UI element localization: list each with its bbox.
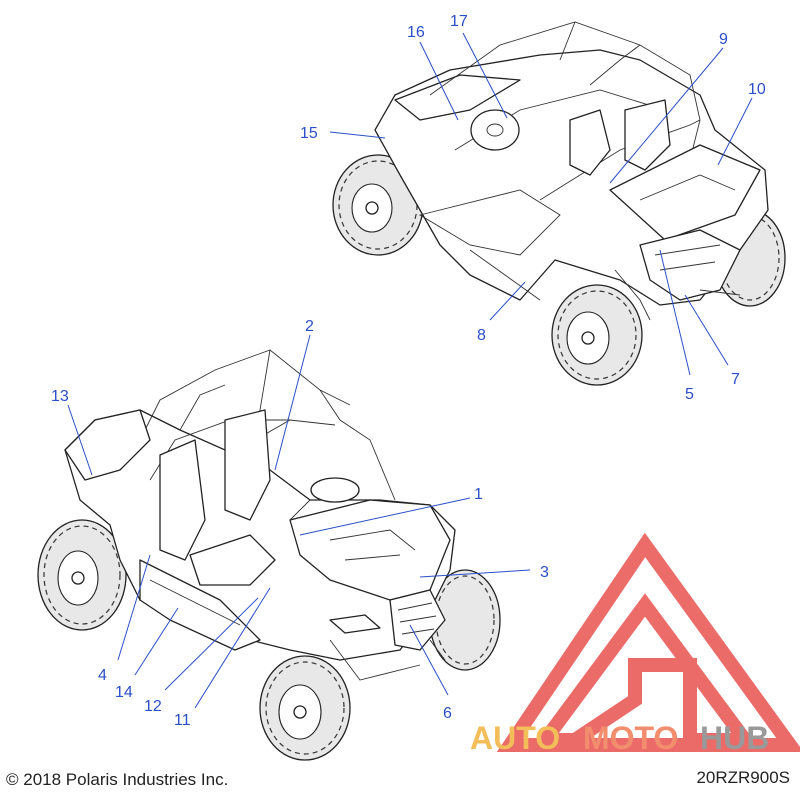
callout-9: 9 <box>719 31 728 48</box>
callout-17: 17 <box>450 13 468 30</box>
wheel-rear-left-top <box>332 154 424 256</box>
diagram-code: 20RZR900S <box>696 768 790 787</box>
callout-15: 15 <box>300 125 318 142</box>
callout-4: 4 <box>98 667 107 684</box>
wheel-front-right-bottom <box>429 569 501 671</box>
callout-16: 16 <box>407 24 425 41</box>
automotohub-watermark: AUTO MOTO HUB <box>470 532 800 756</box>
callout-8: 8 <box>477 327 486 344</box>
callout-14: 14 <box>115 684 133 701</box>
watermark-brand-hub: HUB <box>700 720 769 756</box>
callout-10: 10 <box>748 81 766 98</box>
callout-12: 12 <box>144 698 162 715</box>
callout-1: 1 <box>474 486 483 503</box>
callout-labels: 1 2 3 4 5 6 7 8 9 10 11 12 13 14 15 16 1… <box>51 13 766 729</box>
callout-7: 7 <box>731 371 740 388</box>
copyright-notice: © 2018 Polaris Industries Inc. <box>6 770 229 789</box>
wheel-front-left-top <box>551 284 643 386</box>
callout-6: 6 <box>443 705 452 722</box>
callout-2: 2 <box>305 318 314 335</box>
callout-11: 11 <box>174 712 191 729</box>
callout-5: 5 <box>685 386 694 403</box>
leader-lines <box>67 32 753 709</box>
wheel-front-left-bottom <box>259 655 351 761</box>
vehicle-front-view <box>37 349 501 761</box>
watermark-triangle-logo <box>496 532 800 752</box>
wheel-rear-left-bottom <box>37 519 127 631</box>
watermark-brand-moto: MOTO <box>583 720 678 756</box>
vehicle-rear-view <box>332 21 786 386</box>
watermark-brand-auto: AUTO <box>470 720 560 756</box>
callout-3: 3 <box>540 564 549 581</box>
callout-13: 13 <box>51 388 69 405</box>
